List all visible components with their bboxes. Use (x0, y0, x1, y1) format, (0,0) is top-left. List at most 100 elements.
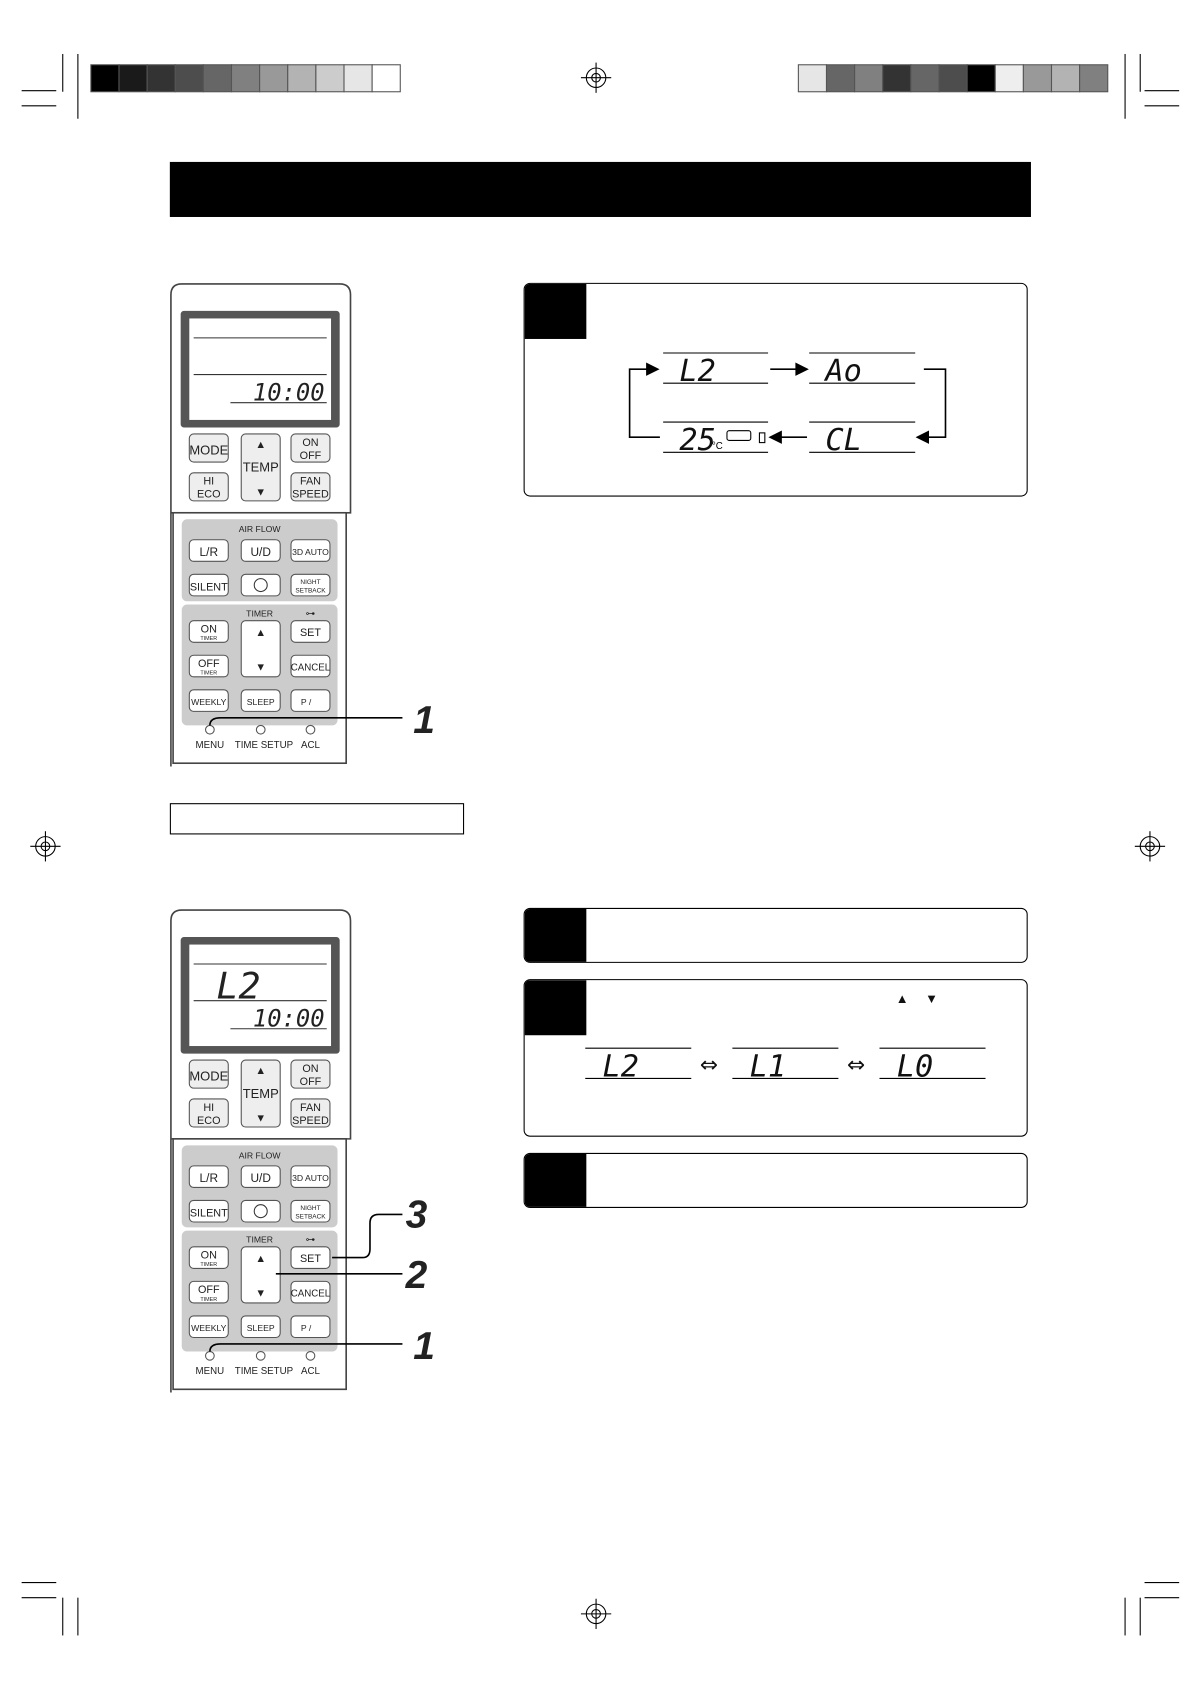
display-mode: L2 (216, 965, 260, 1008)
cycle-item-l2: L2 (679, 354, 715, 389)
on-timer-button[interactable]: ON (201, 1250, 217, 1262)
night-setback-button[interactable]: NIGHT (300, 579, 320, 586)
weekly-button[interactable]: WEEKLY (191, 697, 227, 707)
step-box-3: ▲ ▼ (523, 979, 1028, 1137)
silent-button[interactable]: SILENT (190, 581, 228, 593)
step-number-tab (524, 1153, 587, 1207)
set-button[interactable]: SET (300, 1253, 321, 1265)
temp-up-icon[interactable]: ▲ (255, 439, 266, 451)
callout-1: 1 (413, 699, 435, 742)
timer-down-icon[interactable]: ▼ (255, 661, 266, 673)
level-item-l2: L2 (603, 1049, 639, 1084)
temp-down-icon[interactable]: ▼ (255, 487, 266, 499)
ud-button[interactable]: U/D (250, 545, 270, 559)
lr-button[interactable]: L/R (200, 1171, 219, 1185)
menu-label: MENU (196, 740, 225, 751)
swap-arrow-icon: ⇔ (847, 1053, 865, 1078)
display-time: 10:00 (253, 1005, 325, 1033)
cycle-item-temp: 25 (679, 423, 715, 458)
fan-speed-button[interactable]: FAN (300, 476, 321, 488)
step-number-tab (524, 283, 587, 339)
timer-label: TIMER (246, 1235, 273, 1245)
time-setup-label: TIME SETUP (235, 1366, 293, 1377)
3d-auto-button[interactable]: 3D AUTO (292, 1173, 329, 1183)
off-timer-button[interactable]: OFF (198, 658, 220, 670)
sleep-button[interactable]: SLEEP (247, 697, 275, 707)
key-lock-icon: ⊶ (306, 1235, 316, 1246)
step-number-tab (524, 980, 587, 1036)
unit-icon (726, 430, 752, 441)
lr-button[interactable]: L/R (200, 545, 219, 559)
callout-2: 2 (405, 1254, 428, 1297)
hi-eco-button[interactable]: HI (203, 1102, 214, 1114)
timer-label: TIMER (246, 608, 273, 618)
step-number-tab (524, 908, 587, 962)
menu-pinhole[interactable] (205, 1350, 215, 1361)
off-timer-button[interactable]: OFF (198, 1284, 220, 1296)
key-lock-icon: ⊶ (306, 608, 316, 619)
cycle-item-cl: CL (825, 423, 861, 458)
on-off-label-off: OFF (300, 450, 322, 462)
cancel-button[interactable]: CANCEL (291, 662, 331, 673)
3d-auto-button[interactable]: 3D AUTO (292, 547, 329, 557)
air-flow-label: AIR FLOW (239, 1150, 282, 1160)
silent-button[interactable]: SILENT (190, 1208, 228, 1220)
acl-pinhole[interactable] (305, 1350, 316, 1361)
weekly-button[interactable]: WEEKLY (191, 1323, 227, 1333)
fan-speed-label-speed: SPEED (292, 489, 329, 501)
swap-arrow-icon: ⇔ (700, 1053, 718, 1078)
temp-button[interactable]: TEMP (243, 460, 279, 475)
mode-button[interactable]: MODE (189, 1069, 228, 1084)
timer-up-icon[interactable]: ▲ (255, 1253, 266, 1265)
sleep-button[interactable]: SLEEP (247, 1323, 275, 1333)
temp-button[interactable]: TEMP (243, 1086, 279, 1101)
fan-speed-button[interactable]: FAN (300, 1102, 321, 1114)
callout-1: 1 (413, 1325, 435, 1368)
time-setup-pinhole[interactable] (255, 724, 266, 735)
on-timer-sub: TIMER (200, 636, 217, 642)
timer-down-icon[interactable]: ▼ (255, 1287, 266, 1299)
mode-button[interactable]: MODE (189, 442, 228, 457)
acl-pinhole[interactable] (305, 724, 316, 735)
on-timer-button[interactable]: ON (201, 624, 217, 636)
on-off-button[interactable]: ON (302, 437, 318, 449)
robot-icon[interactable] (253, 1204, 268, 1219)
time-setup-pinhole[interactable] (255, 1350, 266, 1361)
cancel-button[interactable]: CANCEL (291, 1288, 331, 1299)
set-button[interactable]: SET (300, 627, 321, 639)
on-off-button[interactable]: ON (302, 1063, 318, 1075)
p-wifi-button[interactable]: P / (301, 1323, 312, 1333)
night-setback-button[interactable]: NIGHT (300, 1205, 320, 1212)
speaker-icon (758, 432, 766, 444)
cycle-item-ao: Ao (823, 354, 861, 389)
level-diagram: L2 L1 L0 ⇔ ⇔ (585, 1047, 986, 1084)
up-down-arrows: ▲ ▼ (895, 990, 945, 1007)
timer-up-icon[interactable]: ▲ (255, 627, 266, 639)
section-header-bar (169, 161, 1031, 217)
temp-up-icon[interactable]: ▲ (255, 1065, 266, 1077)
mode-cycle-diagram: L2 Ao CL 25 °C (628, 352, 947, 458)
on-timer-sub: TIMER (200, 1262, 217, 1268)
remote-control-top: 10:00 MODE ▲ TEMP ▼ ON OFF HI ECO FAN SP… (170, 283, 435, 767)
remote-control-bottom: L2 10:00 MODE ▲ TEMP ▼ ON OFF HI ECO FAN… (170, 909, 435, 1393)
menu-label: MENU (196, 1366, 225, 1377)
air-flow-label: AIR FLOW (239, 524, 282, 534)
acl-label: ACL (301, 740, 321, 751)
on-off-label-off: OFF (300, 1076, 322, 1088)
hi-eco-label-eco: ECO (197, 489, 220, 501)
acl-label: ACL (301, 1366, 321, 1377)
temp-down-icon[interactable]: ▼ (255, 1113, 266, 1125)
ud-button[interactable]: U/D (250, 1171, 270, 1185)
robot-icon[interactable] (253, 578, 268, 593)
night-setback-label-setback: SETBACK (295, 588, 326, 595)
callout-3: 3 (406, 1193, 428, 1236)
step-box-1 (523, 282, 1028, 497)
menu-pinhole[interactable] (205, 724, 215, 735)
off-timer-sub: TIMER (200, 1297, 217, 1303)
hi-eco-label-eco: ECO (197, 1115, 220, 1127)
display-time: 10:00 (253, 379, 325, 407)
level-item-l0: L0 (897, 1049, 933, 1084)
hi-eco-button[interactable]: HI (203, 476, 214, 488)
p-wifi-button[interactable]: P / (301, 697, 312, 707)
